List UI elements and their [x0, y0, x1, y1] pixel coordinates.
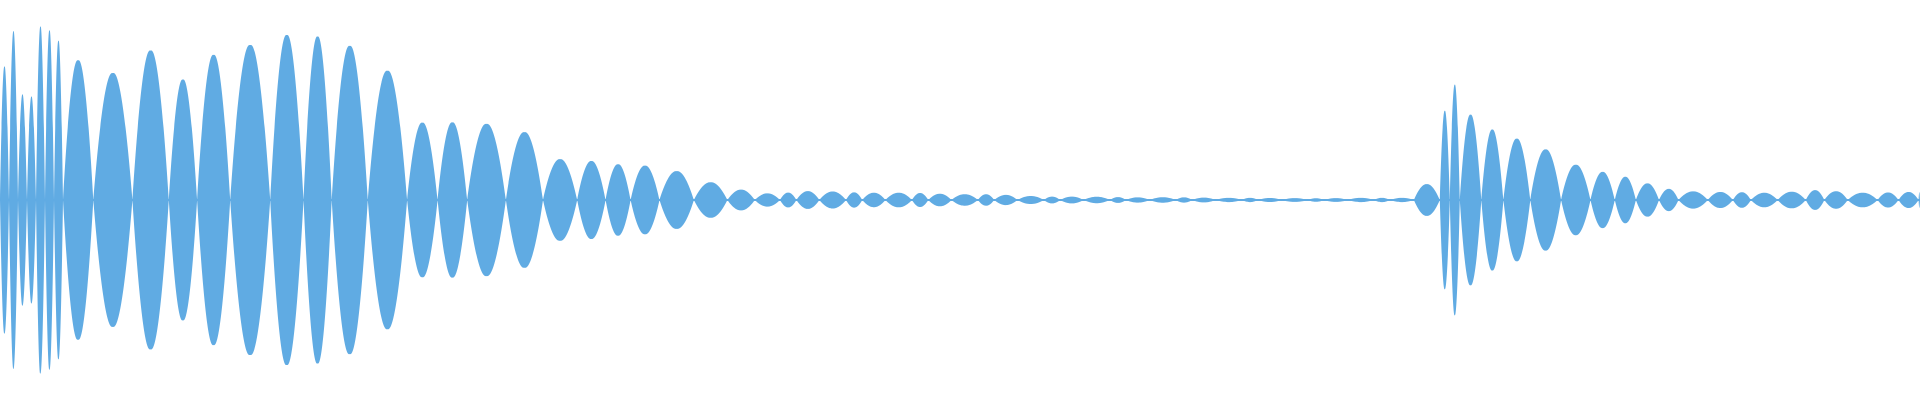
waveform-lobe — [1678, 191, 1708, 209]
waveform-lobe — [1877, 192, 1899, 208]
waveform-lobe — [846, 192, 863, 208]
waveform-lobe — [796, 191, 820, 209]
waveform-lobe — [1659, 188, 1679, 212]
waveform-lobe — [505, 132, 543, 268]
waveform-lobe — [780, 192, 797, 208]
waveform-lobe — [303, 36, 332, 364]
waveform-lobe — [1847, 192, 1878, 208]
waveform-lobe — [1126, 197, 1150, 203]
waveform-lobe — [862, 192, 886, 208]
waveform-lobe — [1805, 190, 1825, 210]
waveform-lobe — [1439, 110, 1450, 290]
waveform-lobe — [1750, 192, 1778, 208]
waveform-lobe — [1307, 198, 1324, 202]
waveform-lobe — [1614, 176, 1636, 224]
waveform-lobe — [1777, 191, 1806, 209]
waveform-lobe — [132, 50, 169, 350]
waveform-lobe — [1824, 191, 1848, 209]
waveform-lobe — [1590, 171, 1615, 229]
waveform-lobe — [1241, 197, 1259, 203]
waveform-lobe — [467, 123, 506, 277]
waveform-lobe — [630, 165, 660, 235]
waveform-lobe — [1258, 197, 1282, 203]
waveform-lobe — [331, 45, 368, 355]
waveform-lobe — [0, 66, 9, 334]
waveform-lobe — [1635, 183, 1659, 217]
waveform-lobe — [27, 96, 36, 304]
waveform-lobe — [367, 70, 408, 330]
waveform-lobe — [1017, 195, 1044, 205]
waveform-lobe — [754, 193, 780, 207]
waveform-lobe — [36, 26, 45, 374]
waveform-lobe — [659, 171, 694, 229]
waveform-lobe — [912, 192, 929, 208]
waveform-lobe — [1707, 191, 1733, 209]
waveform-lobe — [45, 30, 54, 370]
waveform-lobe — [994, 194, 1018, 206]
waveform-lobe — [1060, 196, 1084, 204]
waveform-lobe — [577, 160, 606, 240]
waveform-lobe — [9, 31, 18, 369]
waveform-lobe — [928, 193, 952, 207]
waveform-lobe — [885, 192, 912, 208]
waveform-lobe — [1459, 114, 1482, 286]
waveform-lobe — [168, 79, 198, 321]
waveform-lobe — [270, 34, 304, 366]
waveform-lobe — [1449, 84, 1460, 316]
waveform-lobe — [437, 122, 468, 278]
waveform-lobe — [18, 94, 27, 306]
waveform-lobe — [1530, 149, 1562, 251]
waveform-lobe — [407, 122, 438, 278]
waveform-lobe — [1561, 164, 1591, 236]
waveform-lobe — [1898, 191, 1919, 209]
waveform-lobe — [1281, 198, 1308, 202]
waveform-lobe — [1347, 197, 1374, 203]
waveform-lobe — [977, 194, 995, 206]
waveform-lobes — [0, 26, 1920, 374]
waveform-lobe — [93, 73, 133, 327]
waveform-lobe — [1215, 197, 1242, 203]
waveform-lobe — [1083, 196, 1110, 204]
waveform-lobe — [605, 164, 631, 236]
waveform-lobe — [230, 44, 271, 356]
waveform-lobe — [1109, 197, 1127, 203]
waveform-lobe — [1373, 197, 1390, 203]
waveform-lobe — [727, 189, 755, 211]
waveform-lobe — [1732, 192, 1751, 208]
waveform-lobe — [543, 159, 578, 241]
waveform-lobe — [693, 182, 728, 218]
waveform-lobe — [1043, 196, 1061, 204]
waveform-lobe — [1175, 197, 1193, 203]
waveform-lobe — [951, 194, 978, 206]
waveform-lobe — [1149, 197, 1176, 203]
waveform-lobe — [1192, 197, 1216, 203]
waveform-lobe — [1503, 138, 1531, 262]
waveform-lobe — [1481, 129, 1504, 271]
waveform-lobe — [819, 191, 846, 209]
waveform-lobe — [197, 54, 231, 346]
waveform-lobe — [1413, 184, 1440, 216]
waveform-lobe — [1324, 198, 1348, 202]
waveform-lobe — [54, 40, 63, 360]
waveform-lobe — [1390, 197, 1414, 203]
waveform-lobe — [63, 60, 94, 340]
